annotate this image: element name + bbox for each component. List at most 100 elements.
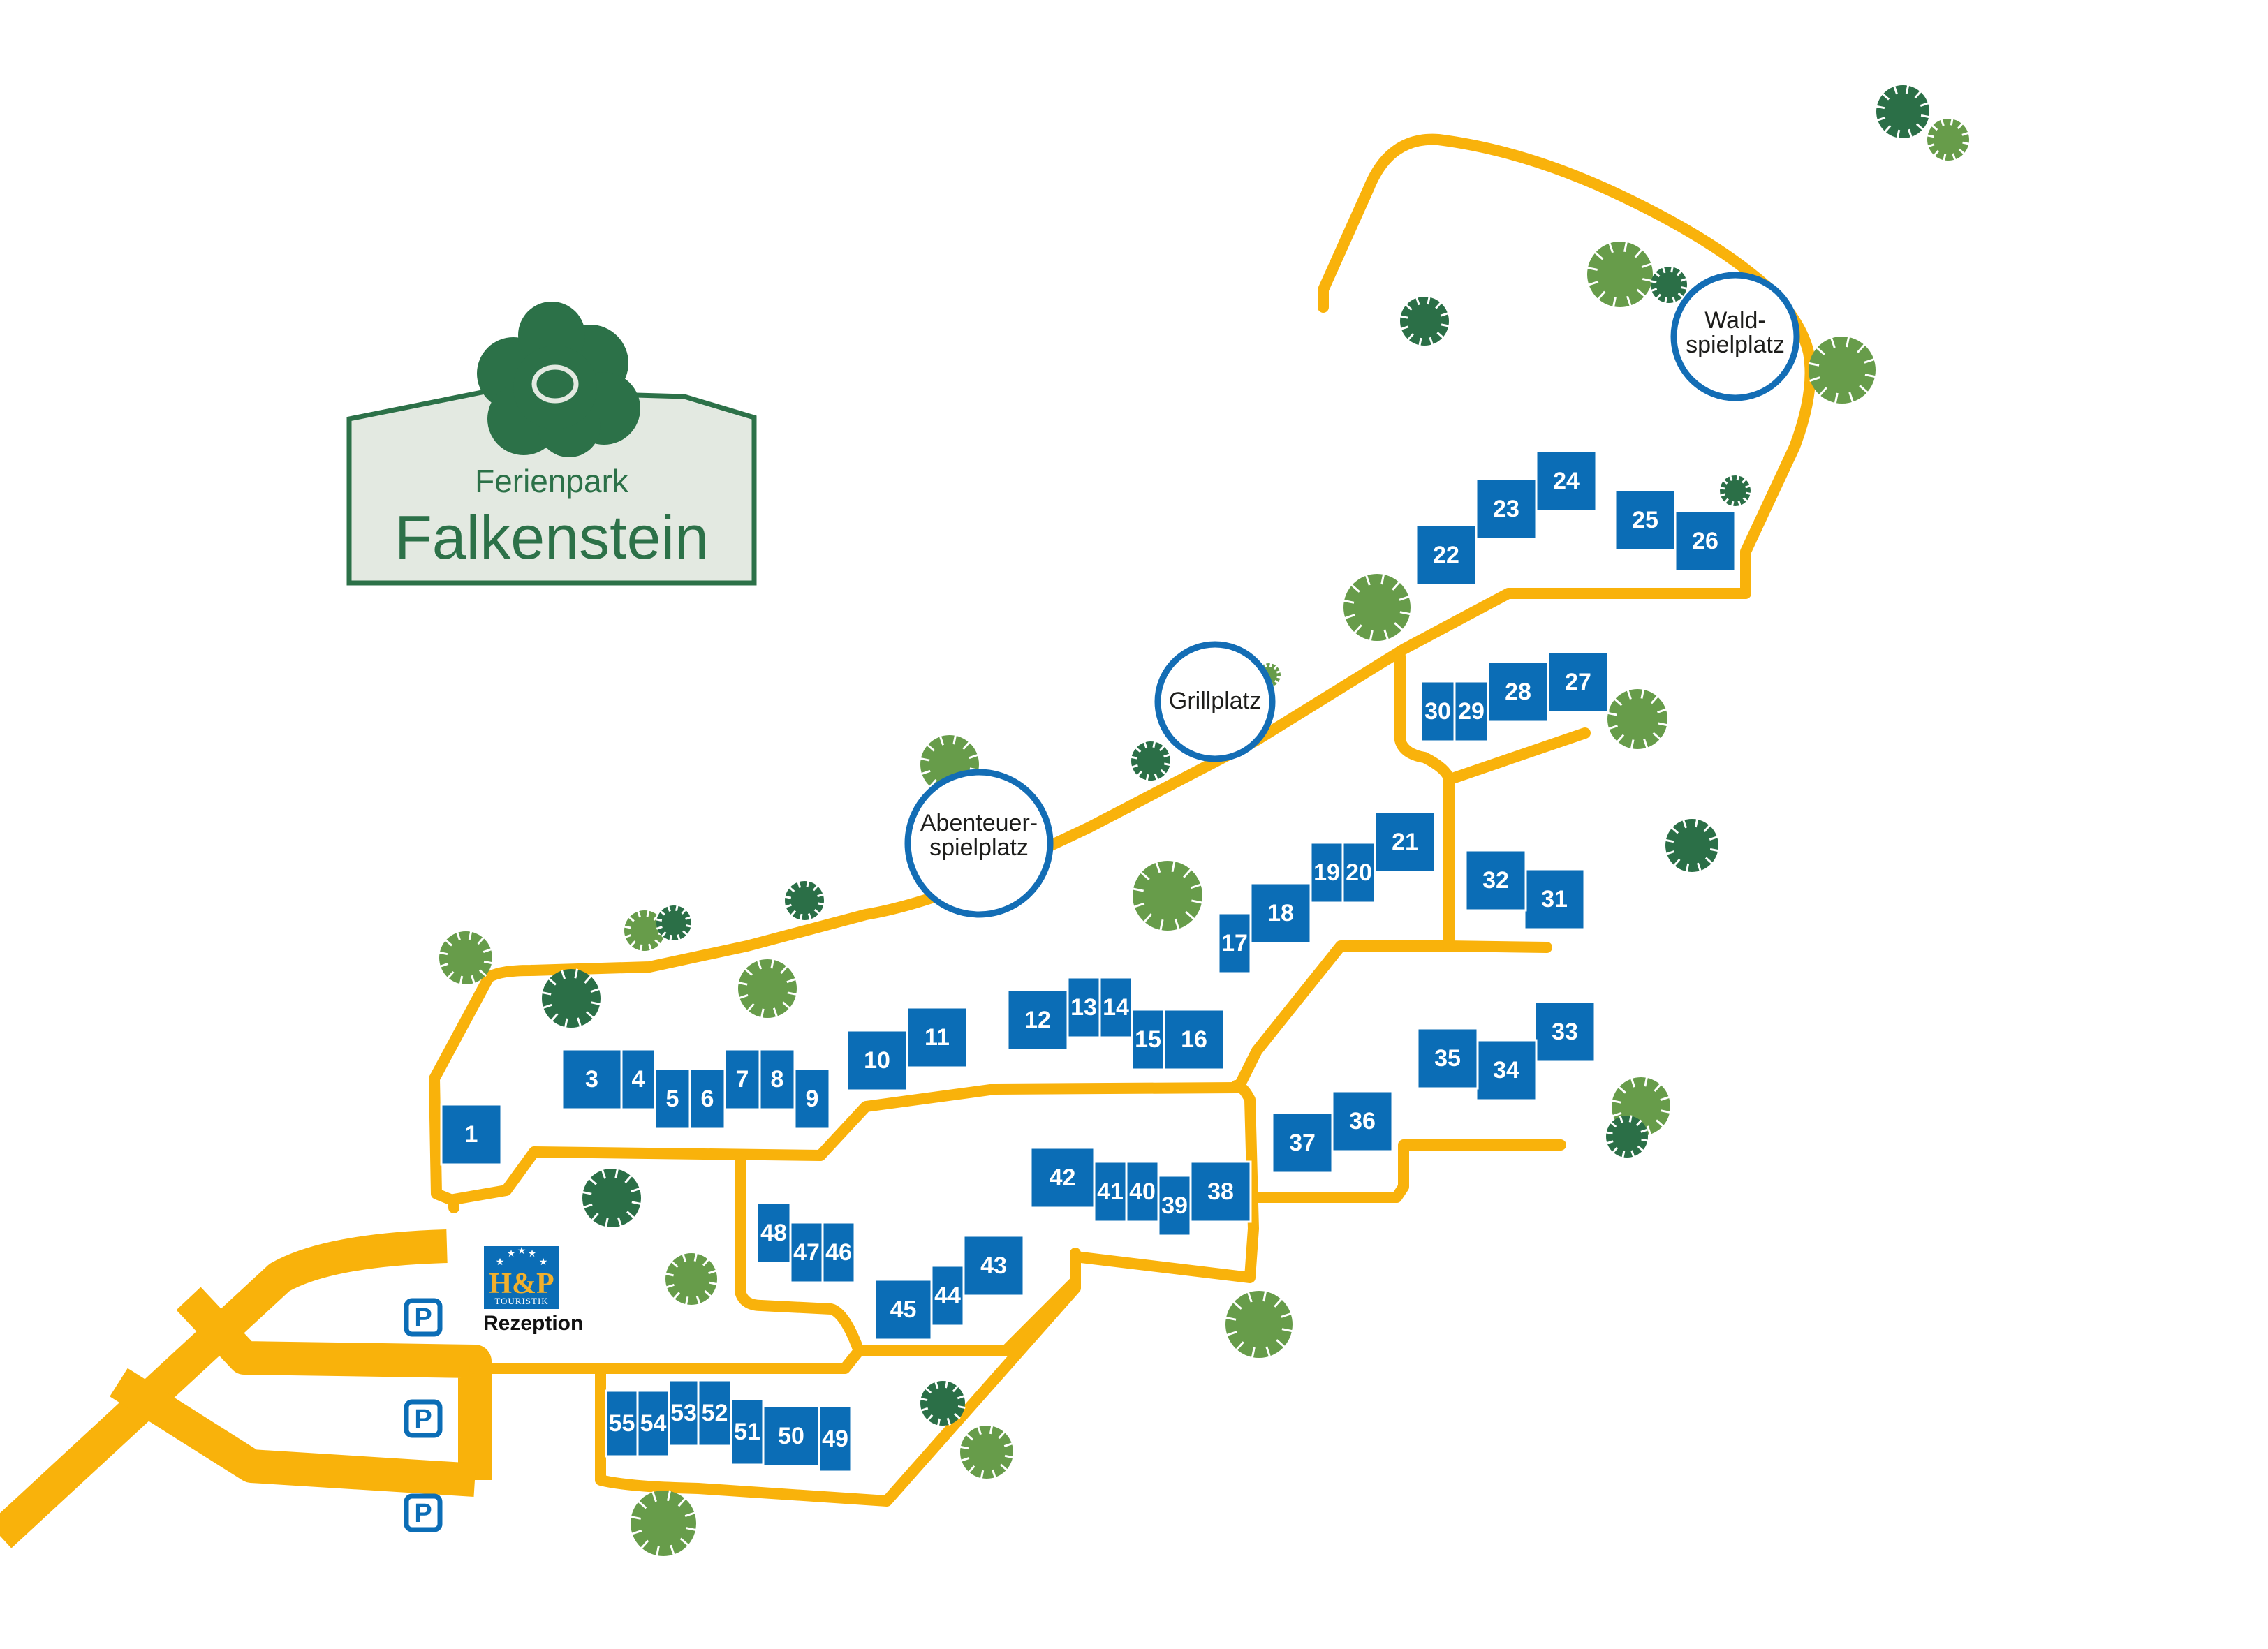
tree-icon [665, 1252, 718, 1306]
logo-subtitle: Ferienpark [475, 463, 629, 499]
house-27[interactable]: 27 [1547, 651, 1610, 713]
house-25[interactable]: 25 [1614, 489, 1677, 552]
road-spur-27 [1447, 727, 1591, 784]
svg-text:Abenteuer-: Abenteuer- [920, 810, 1038, 836]
tree-icon [1650, 266, 1688, 304]
house-50[interactable]: 50 [762, 1405, 820, 1467]
house-35[interactable]: 35 [1416, 1027, 1479, 1090]
house-shape [874, 1278, 933, 1341]
poi-abenteuerspielplatz[interactable]: Abenteuer- spielplatz [904, 769, 1054, 918]
house-number: 29 [1458, 698, 1485, 725]
points-of-interest: Abenteuer- spielplatz Grillplatz Wald- s… [904, 272, 1800, 918]
house-29[interactable]: 29 [1453, 680, 1489, 743]
house-number: 20 [1346, 859, 1372, 886]
house-number: 17 [1221, 930, 1248, 956]
poi-waldspielplatz[interactable]: Wald- spielplatz [1670, 272, 1800, 401]
house-8[interactable]: 8 [758, 1048, 796, 1111]
house-4[interactable]: 4 [620, 1048, 656, 1111]
house-34[interactable]: 34 [1475, 1039, 1538, 1102]
house-32[interactable]: 32 [1464, 849, 1527, 912]
tree-icon [784, 880, 825, 921]
road-east-branch [1234, 940, 1552, 1091]
house-17[interactable]: 17 [1217, 912, 1252, 975]
house-19[interactable]: 19 [1309, 841, 1344, 904]
house-6[interactable]: 6 [688, 1067, 726, 1130]
house-42[interactable]: 42 [1029, 1146, 1096, 1209]
parking-sign[interactable]: P [404, 1298, 443, 1337]
house-number: 32 [1482, 867, 1509, 894]
poi-grillplatz[interactable]: Grillplatz [1154, 641, 1276, 762]
house-shape [697, 1379, 732, 1447]
house-shape [756, 1201, 792, 1264]
house-44[interactable]: 44 [930, 1264, 965, 1327]
house-55[interactable]: 55 [605, 1389, 639, 1458]
house-23[interactable]: 23 [1475, 478, 1538, 540]
house-1[interactable]: 1 [440, 1103, 503, 1166]
house-number: 39 [1161, 1192, 1188, 1219]
house-number: 4 [632, 1066, 645, 1093]
house-3[interactable]: 3 [561, 1048, 623, 1111]
house-31[interactable]: 31 [1523, 868, 1586, 931]
house-shape [723, 1048, 761, 1111]
house-48[interactable]: 48 [756, 1201, 792, 1264]
house-45[interactable]: 45 [874, 1278, 933, 1341]
house-5[interactable]: 5 [654, 1067, 691, 1130]
house-54[interactable]: 54 [636, 1389, 670, 1458]
house-shape [930, 1264, 965, 1327]
parking-sign[interactable]: P [404, 1399, 443, 1438]
house-12[interactable]: 12 [1006, 989, 1069, 1051]
flower-icon [477, 302, 640, 457]
house-shape [1415, 524, 1478, 586]
house-9[interactable]: 9 [793, 1067, 831, 1130]
house-number: 27 [1565, 669, 1591, 695]
house-36[interactable]: 36 [1331, 1090, 1394, 1153]
tree-icon [439, 931, 493, 985]
house-7[interactable]: 7 [723, 1048, 761, 1111]
house-11[interactable]: 11 [906, 1006, 969, 1069]
house-number: 22 [1433, 542, 1459, 568]
house-26[interactable]: 26 [1674, 510, 1737, 572]
house-51[interactable]: 51 [730, 1398, 765, 1466]
house-shape [1006, 989, 1069, 1051]
house-20[interactable]: 20 [1341, 841, 1376, 904]
house-47[interactable]: 47 [789, 1221, 824, 1284]
house-14[interactable]: 14 [1098, 976, 1133, 1039]
tree-icon [737, 959, 797, 1019]
house-16[interactable]: 16 [1163, 1008, 1225, 1071]
house-49[interactable]: 49 [818, 1405, 853, 1473]
house-number: 40 [1129, 1178, 1156, 1205]
house-10[interactable]: 10 [846, 1029, 908, 1092]
park-logo: Ferienpark Falkenstein [346, 302, 757, 586]
house-43[interactable]: 43 [962, 1234, 1025, 1297]
house-13[interactable]: 13 [1066, 976, 1101, 1039]
house-number: 25 [1632, 507, 1658, 533]
house-number: 31 [1541, 886, 1568, 912]
house-37[interactable]: 37 [1271, 1111, 1334, 1174]
house-18[interactable]: 18 [1249, 882, 1312, 945]
house-41[interactable]: 41 [1093, 1160, 1128, 1223]
house-30[interactable]: 30 [1420, 680, 1456, 743]
house-21[interactable]: 21 [1374, 811, 1436, 873]
house-33[interactable]: 33 [1533, 1000, 1596, 1063]
house-number: 21 [1392, 829, 1418, 855]
house-number: 53 [670, 1400, 697, 1426]
house-39[interactable]: 39 [1157, 1174, 1192, 1237]
house-38[interactable]: 38 [1189, 1160, 1252, 1223]
house-shape [1157, 1174, 1192, 1237]
house-53[interactable]: 53 [668, 1379, 700, 1447]
house-number: 41 [1097, 1178, 1124, 1205]
house-15[interactable]: 15 [1131, 1008, 1165, 1071]
house-40[interactable]: 40 [1125, 1160, 1160, 1223]
house-46[interactable]: 46 [821, 1221, 856, 1284]
house-22[interactable]: 22 [1415, 524, 1478, 586]
house-24[interactable]: 24 [1535, 450, 1598, 512]
house-52[interactable]: 52 [697, 1379, 732, 1447]
house-28[interactable]: 28 [1487, 660, 1549, 723]
house-shape [1341, 841, 1376, 904]
parking-sign[interactable]: P [404, 1493, 443, 1532]
house-number: 16 [1181, 1026, 1207, 1053]
house-number: 50 [778, 1423, 804, 1449]
reception[interactable]: ★ ★ ★ ★ ★ H&P TOURISTIK Rezeption [483, 1245, 583, 1335]
house-number: 46 [825, 1239, 852, 1266]
